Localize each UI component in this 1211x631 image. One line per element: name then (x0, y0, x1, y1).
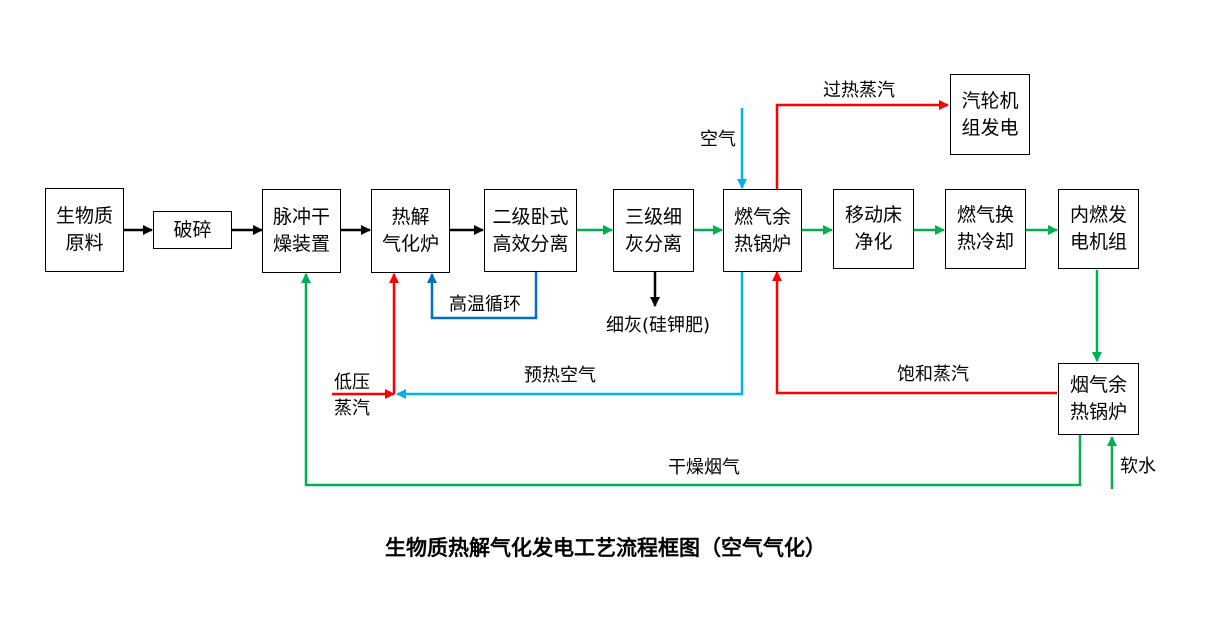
label-fine-ash: 细灰(硅钾肥) (606, 315, 711, 336)
node-flue-waste-boiler-label: 烟气余 热锅炉 (1069, 374, 1127, 423)
arrow-saturated-steam (772, 271, 1057, 395)
node-turbine-generator: 汽轮机 组发电 (950, 74, 1030, 155)
node-gas-waste-boiler-label: 燃气余 热锅炉 (733, 205, 791, 255)
node-crushing-label: 破碎 (173, 218, 212, 241)
arrow-superheated-steam (775, 100, 949, 190)
label-preheated-air: 预热空气 (524, 365, 596, 386)
node-moving-bed-label: 移动床 净化 (844, 204, 902, 253)
node-secondary-separation: 二级卧式 高效分离 (484, 189, 577, 272)
label-superheated-steam: 过热蒸汽 (823, 80, 895, 101)
diagram-caption: 生物质热解气化发电工艺流程框图（空气气化） (385, 535, 826, 560)
arrow-preheated-air (396, 272, 744, 399)
node-moving-bed: 移动床 净化 (833, 189, 914, 269)
label-soft-water: 软水 (1120, 456, 1156, 477)
node-ice-generator: 内燃发 电机组 (1058, 189, 1139, 269)
node-gas-heat-exchange: 燃气换 热冷却 (945, 189, 1026, 269)
node-tertiary-fine-ash: 三级细 灰分离 (613, 189, 694, 272)
label-air: 空气 (700, 129, 736, 150)
node-raw-material-label: 生物质 原料 (55, 205, 113, 254)
node-pulse-dryer-label: 脉冲干 燥装置 (272, 206, 330, 255)
node-tertiary-fine-ash-label: 三级细 灰分离 (624, 205, 682, 255)
label-saturated-steam: 饱和蒸汽 (897, 364, 969, 385)
node-gas-waste-boiler: 燃气余 热锅炉 (723, 189, 802, 272)
node-gas-heat-exchange-label: 燃气换 热冷却 (956, 204, 1014, 253)
node-pyrolysis-gasifier-label: 热解 气化炉 (381, 206, 439, 255)
node-turbine-generator-label: 汽轮机 组发电 (961, 89, 1019, 139)
node-pyrolysis-gasifier: 热解 气化炉 (371, 189, 450, 273)
node-flue-waste-boiler: 烟气余 热锅炉 (1058, 363, 1139, 435)
node-raw-material: 生物质 原料 (45, 188, 124, 272)
label-high-temp-circulation: 高温循环 (449, 294, 521, 315)
node-ice-generator-label: 内燃发 电机组 (1069, 204, 1127, 253)
node-crushing: 破碎 (153, 211, 232, 249)
arrow-high-temp-circulation (427, 272, 538, 320)
node-secondary-separation-label: 二级卧式 高效分离 (492, 205, 569, 255)
node-pulse-dryer: 脉冲干 燥装置 (262, 189, 341, 273)
label-dry-flue-gas: 干燥烟气 (668, 457, 740, 478)
arrow-dry-flue-gas (301, 273, 1082, 487)
label-low-pressure-steam: 低压 蒸汽 (334, 372, 370, 419)
